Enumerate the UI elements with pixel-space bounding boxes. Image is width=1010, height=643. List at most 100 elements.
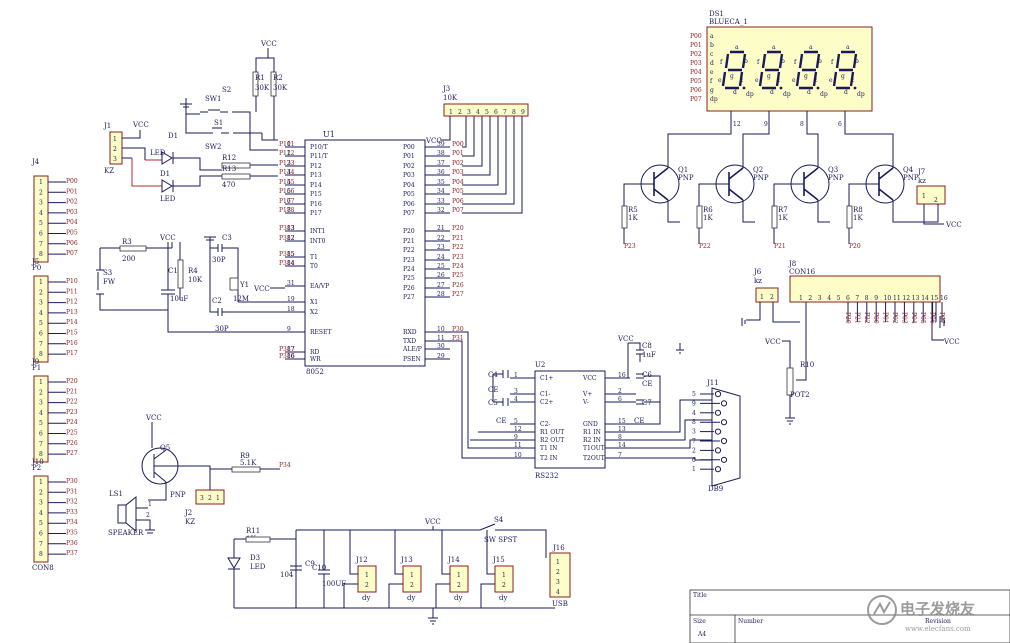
svg-text:VCC: VCC bbox=[260, 40, 277, 48]
svg-text:D1: D1 bbox=[168, 132, 178, 140]
j8-pin-number: 4 bbox=[827, 295, 831, 302]
transistor-net: P23 bbox=[624, 243, 636, 250]
svg-text:R11: R11 bbox=[246, 527, 260, 535]
svg-text:A4: A4 bbox=[697, 631, 706, 638]
mcu-left-pin-number: 8 bbox=[287, 207, 291, 214]
seg-a: a bbox=[735, 44, 739, 51]
mcu-right-net: P23 bbox=[452, 254, 464, 261]
rs232-right-pin-name: T2OUT bbox=[583, 455, 605, 462]
mcu-right-pin-name: P04 bbox=[403, 182, 415, 189]
mcu-right-pin-name: P20 bbox=[403, 228, 415, 235]
mcu-left-net: P156 bbox=[279, 188, 295, 195]
svg-text:VCC: VCC bbox=[424, 518, 441, 526]
svg-text:4: 4 bbox=[556, 589, 560, 596]
header-pin-number: 2 bbox=[39, 289, 43, 296]
header-pin-number: 7 bbox=[39, 241, 43, 248]
j6-connector: J6 kz 1 2 bbox=[741, 268, 800, 326]
mcu-right-net: P03 bbox=[452, 169, 464, 176]
rs232-left-pin-number: 12 bbox=[514, 426, 522, 433]
seg-a: a bbox=[809, 44, 813, 51]
jack-ref: J13 bbox=[400, 556, 413, 564]
transistor-res-val: 1K bbox=[628, 214, 638, 222]
svg-text:C8: C8 bbox=[642, 342, 652, 350]
svg-text:100UF: 100UF bbox=[322, 580, 346, 588]
svg-text:2: 2 bbox=[770, 294, 774, 301]
transistor-type: PNP bbox=[753, 174, 769, 182]
j8-pin-number: 16 bbox=[940, 295, 948, 302]
rs232-right-pin-number: 14 bbox=[618, 442, 626, 449]
mcu-right-pin-name: P03 bbox=[403, 172, 415, 179]
mcu-left-pin-number: 6 bbox=[287, 188, 291, 195]
j8-net-label: P04 bbox=[910, 312, 917, 324]
header-pin-number: 3 bbox=[39, 500, 43, 507]
j3-pin-number: 3 bbox=[467, 109, 471, 116]
j3-pin-number: 4 bbox=[476, 109, 480, 116]
header-ref: J9 bbox=[31, 358, 39, 366]
watermark-text: 电子发烧友 bbox=[900, 600, 975, 618]
svg-text:R13: R13 bbox=[222, 165, 236, 173]
display-net: P00 bbox=[690, 33, 702, 40]
mcu-right-pin-name: P23 bbox=[403, 257, 415, 264]
mcu-left-net: P387 bbox=[279, 346, 295, 353]
header-pin-number: 8 bbox=[39, 551, 43, 558]
header-net-label: P31 bbox=[66, 488, 78, 495]
svg-text:J2: J2 bbox=[184, 509, 192, 517]
mcu-right-pin-name: RXD bbox=[403, 329, 417, 336]
db9-pin-number: 2 bbox=[692, 447, 696, 454]
svg-text:VCC: VCC bbox=[617, 335, 634, 343]
transistor-ref: Q2 bbox=[753, 166, 763, 174]
j8-net-label: P03 bbox=[900, 312, 907, 324]
db9-pin-number: 5 bbox=[692, 391, 696, 398]
header-pin-number: 3 bbox=[39, 200, 43, 207]
header-pin-number: 8 bbox=[39, 351, 43, 358]
svg-text:VCC: VCC bbox=[253, 285, 270, 293]
rs232-right-pin-name: T1OUT bbox=[583, 445, 605, 452]
rs232-left-pin-name: C2- bbox=[540, 421, 550, 428]
j8-net-label: P02 bbox=[891, 312, 898, 324]
mcu-left-pin-name: INT1 bbox=[310, 228, 325, 235]
seg-c: c bbox=[777, 77, 781, 84]
title-block: Title Size A4 Number Revision bbox=[689, 589, 1010, 643]
db9-pin-number: 9 bbox=[692, 400, 696, 407]
header-pin-number: 4 bbox=[39, 210, 43, 217]
j8-pin-number: 2 bbox=[808, 295, 812, 302]
svg-text:Number: Number bbox=[738, 618, 763, 625]
svg-text:30K: 30K bbox=[273, 84, 288, 92]
j3-pin-number: 6 bbox=[494, 109, 498, 116]
svg-text:30P: 30P bbox=[212, 256, 226, 264]
svg-text:R4: R4 bbox=[188, 267, 198, 275]
rs232-left-pin-name: T2 IN bbox=[540, 455, 557, 462]
svg-text:470: 470 bbox=[222, 181, 235, 189]
header-net-label: P36 bbox=[66, 540, 78, 547]
potentiometer-r10: VCC R10 POT2 bbox=[764, 302, 814, 425]
svg-text:2: 2 bbox=[556, 569, 560, 576]
mcu-right-pin-name: TXD bbox=[403, 338, 416, 345]
mcu-right-pin-number: 29 bbox=[437, 353, 445, 360]
j8-pin-number: 1 bbox=[799, 295, 803, 302]
j1-ref: J1 bbox=[103, 122, 111, 130]
j8-net-label: P00 bbox=[872, 312, 879, 324]
transistor-res-ref: R6 bbox=[703, 206, 713, 214]
svg-text:R10: R10 bbox=[800, 361, 814, 369]
j8-net-label: P01 bbox=[882, 312, 889, 324]
svg-text:C3: C3 bbox=[222, 234, 232, 242]
rs232-right-pin-name: V- bbox=[582, 399, 589, 406]
mcu-right-pin-number: 34 bbox=[437, 188, 445, 195]
seg-g: g bbox=[767, 73, 771, 80]
seg-f: f bbox=[720, 59, 723, 66]
power-circuit: R11 1K D3 LED C9 104 C10 100UF VCC S4 SW… bbox=[227, 516, 571, 625]
mcu-right-pin-number: 33 bbox=[437, 198, 445, 205]
jack-pin: 2 bbox=[457, 582, 461, 589]
display-seg-letter: a bbox=[710, 33, 714, 40]
seg-b: b bbox=[818, 58, 822, 65]
display-seg-letter: d bbox=[710, 60, 714, 67]
j3-pin-number: 5 bbox=[485, 109, 489, 116]
header-pin-number: 2 bbox=[39, 489, 43, 496]
mcu-left-pin-number: 19 bbox=[287, 296, 295, 303]
mcu-left-pin-name: T1 bbox=[310, 254, 318, 261]
